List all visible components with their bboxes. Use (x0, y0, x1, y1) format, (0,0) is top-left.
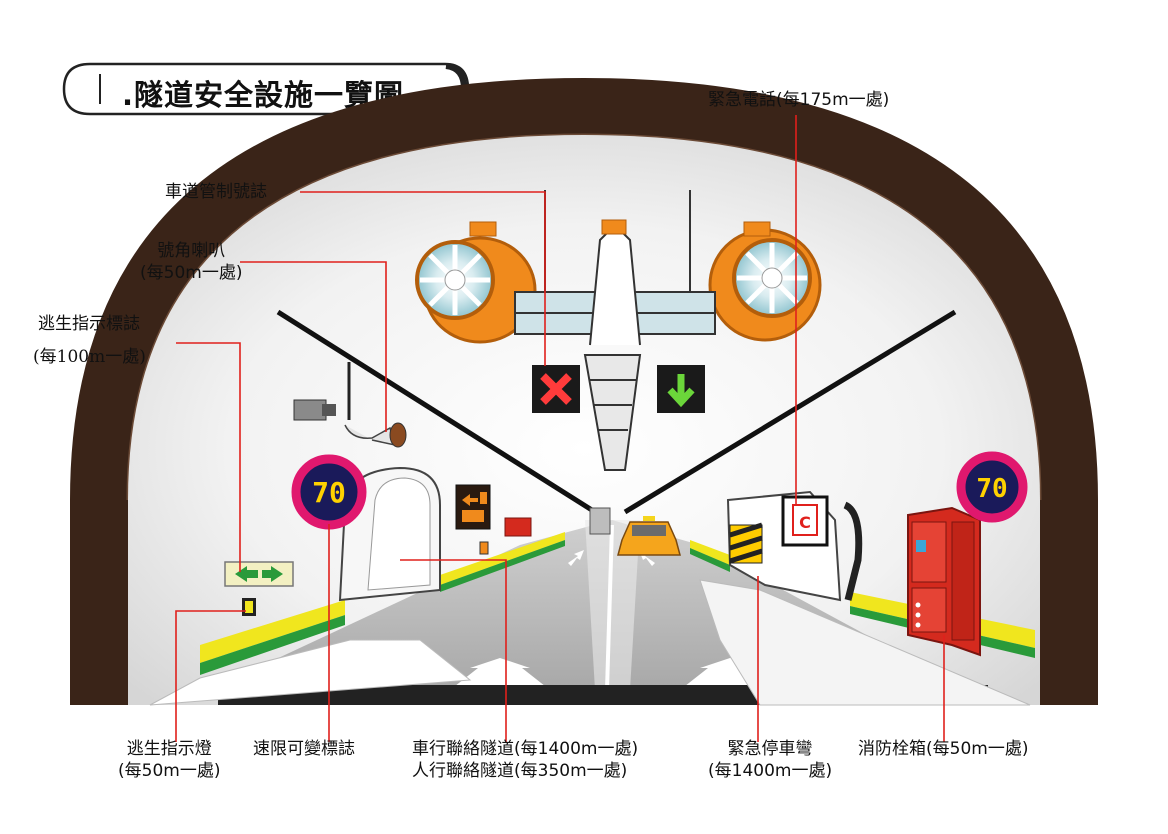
curb-left (200, 600, 345, 663)
label-escape-light-line2: (每50m一處) (118, 761, 221, 781)
cctv-camera (293, 362, 351, 421)
label-escape-sign-line1: 逃生指示標誌 (38, 314, 140, 334)
leader-lines (175, 115, 945, 742)
label-emergency-bay-line1: 緊急停車彎 (727, 739, 813, 759)
label-cross-tunnel: 車行聯絡隧道(每1400m一處) 人行聯絡隧道(每350m一處) (412, 738, 638, 782)
label-speed-sign: 速限可變標誌 (253, 739, 355, 759)
label-escape-light-line1: 逃生指示燈 (126, 739, 212, 759)
escape-direction-sign (224, 561, 294, 587)
label-emergency-bay: 緊急停車彎 (每1400m一處) (708, 738, 832, 782)
horn-speaker (344, 422, 407, 448)
phone-symbol: C (799, 513, 811, 532)
ceiling-edge-right (623, 309, 957, 515)
label-horn: 號角喇叭 (每50m一處) (140, 240, 242, 284)
lane-signal-closed (532, 365, 580, 413)
label-horn-line2: (每50m一處) (140, 263, 243, 283)
label-cross-tunnel-line1: 車行聯絡隧道(每1400m一處) (412, 739, 639, 759)
label-fire-hydrant: 消防栓箱(每50m一處) (858, 739, 1029, 759)
wall-direction-panel (455, 484, 491, 530)
label-cross-tunnel-line2: 人行聯絡隧道(每350m一處) (412, 761, 628, 781)
label-escape-sign-line2: (每100m一處) (33, 347, 146, 367)
label-escape-light: 逃生指示燈 (每50m一處) (118, 738, 220, 782)
label-emergency-phone: 緊急電話(每175m一處) (708, 90, 890, 110)
jet-fan-right (708, 221, 822, 342)
ceiling-edge-left (276, 309, 597, 515)
jet-fan-left (415, 221, 537, 344)
taxi (617, 516, 681, 556)
label-lane-control-signal: 車道管制號誌 (165, 182, 267, 202)
lane-signal-open (657, 365, 705, 413)
bay-chevron-marker (729, 522, 763, 564)
curb-right (690, 540, 730, 565)
label-horn-line1: 號角喇叭 (157, 241, 226, 261)
speed-limit-value-left: 70 (312, 476, 346, 509)
label-emergency-bay-line2: (每1400m一處) (708, 761, 833, 781)
speed-limit-value-right: 70 (976, 474, 1007, 504)
emergency-phone-box (781, 495, 829, 547)
fire-hydrant-cabinet (907, 506, 981, 657)
speed-sign-right (956, 451, 1028, 523)
